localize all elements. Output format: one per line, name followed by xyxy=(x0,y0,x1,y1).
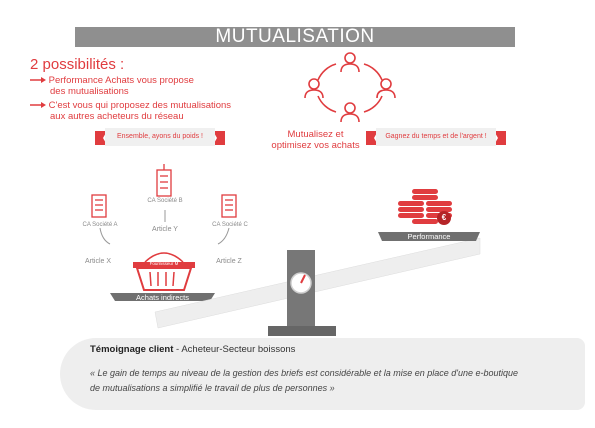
scale-diagram xyxy=(91,164,481,336)
basket-label: Fournisseur M xyxy=(149,261,179,266)
right-platform-label: Performance xyxy=(407,232,451,241)
center-slogan-line2: optimisez vos achats xyxy=(271,140,360,151)
company-b-label: CA Société B xyxy=(147,198,183,204)
article-x-label: Article X xyxy=(84,258,112,265)
article-z-label: Article Z xyxy=(216,258,242,265)
possibility-item-1: Performance Achats vous propose des mutu… xyxy=(30,75,194,97)
ribbon-shape xyxy=(95,131,225,145)
arrow-right-icon xyxy=(30,77,46,84)
right-ribbon: Gagnez du temps et de l'argent ! xyxy=(366,128,506,148)
testimonial-box xyxy=(60,338,585,410)
left-platform xyxy=(110,293,215,301)
building-icon-c xyxy=(221,194,237,218)
center-slogan-line1: Mutualisez et xyxy=(287,129,344,140)
building-icon-b xyxy=(156,164,172,197)
left-platform-label: Achats indirects xyxy=(136,293,189,302)
scale-base xyxy=(268,250,336,336)
basket-icon xyxy=(133,252,195,291)
scale-beam xyxy=(154,237,481,329)
right-platform xyxy=(378,232,480,241)
ribbon-shape xyxy=(366,131,506,145)
left-ribbon-text: Ensemble, ayons du poids ! xyxy=(105,128,215,146)
possibility-2-line2: aux autres acheteurs du réseau xyxy=(50,111,184,122)
article-y-label: Article Y xyxy=(152,226,178,233)
testimonial-quote: « Le gain de temps au niveau de la gesti… xyxy=(90,368,519,393)
euro-icon: € xyxy=(441,213,447,222)
right-ribbon-text: Gagnez du temps et de l'argent ! xyxy=(376,128,496,146)
page-title: MUTUALISATION xyxy=(215,26,375,47)
company-a-label: CA Société A xyxy=(82,222,118,228)
building-icon-a xyxy=(91,194,107,218)
arrow-right-icon xyxy=(30,102,46,109)
possibility-2-line1: C'est vous qui proposez des mutualisatio… xyxy=(48,100,232,111)
possibility-1-line1: Performance Achats vous propose xyxy=(48,75,194,86)
company-c-label: CA Société C xyxy=(212,222,248,228)
possibilities-title: 2 possibilités : xyxy=(30,56,125,73)
testimonial-title: Témoignage client - Acheteur-Secteur boi… xyxy=(90,344,295,355)
network-people-icon xyxy=(304,52,396,123)
testimonial-title-bold: Témoignage client xyxy=(90,344,174,355)
testimonial-title-rest: - Acheteur-Secteur boissons xyxy=(173,344,296,355)
arrows-to-basket xyxy=(99,210,230,245)
left-ribbon: Ensemble, ayons du poids ! xyxy=(95,128,225,148)
possibility-1-line2: des mutualisations xyxy=(50,86,129,97)
center-slogan: Mutualisez et optimisez vos achats xyxy=(258,129,373,151)
possibility-item-2: C'est vous qui proposez des mutualisatio… xyxy=(30,100,231,122)
coin-stack-icon xyxy=(398,189,452,225)
page-title-banner: MUTUALISATION xyxy=(75,27,515,47)
